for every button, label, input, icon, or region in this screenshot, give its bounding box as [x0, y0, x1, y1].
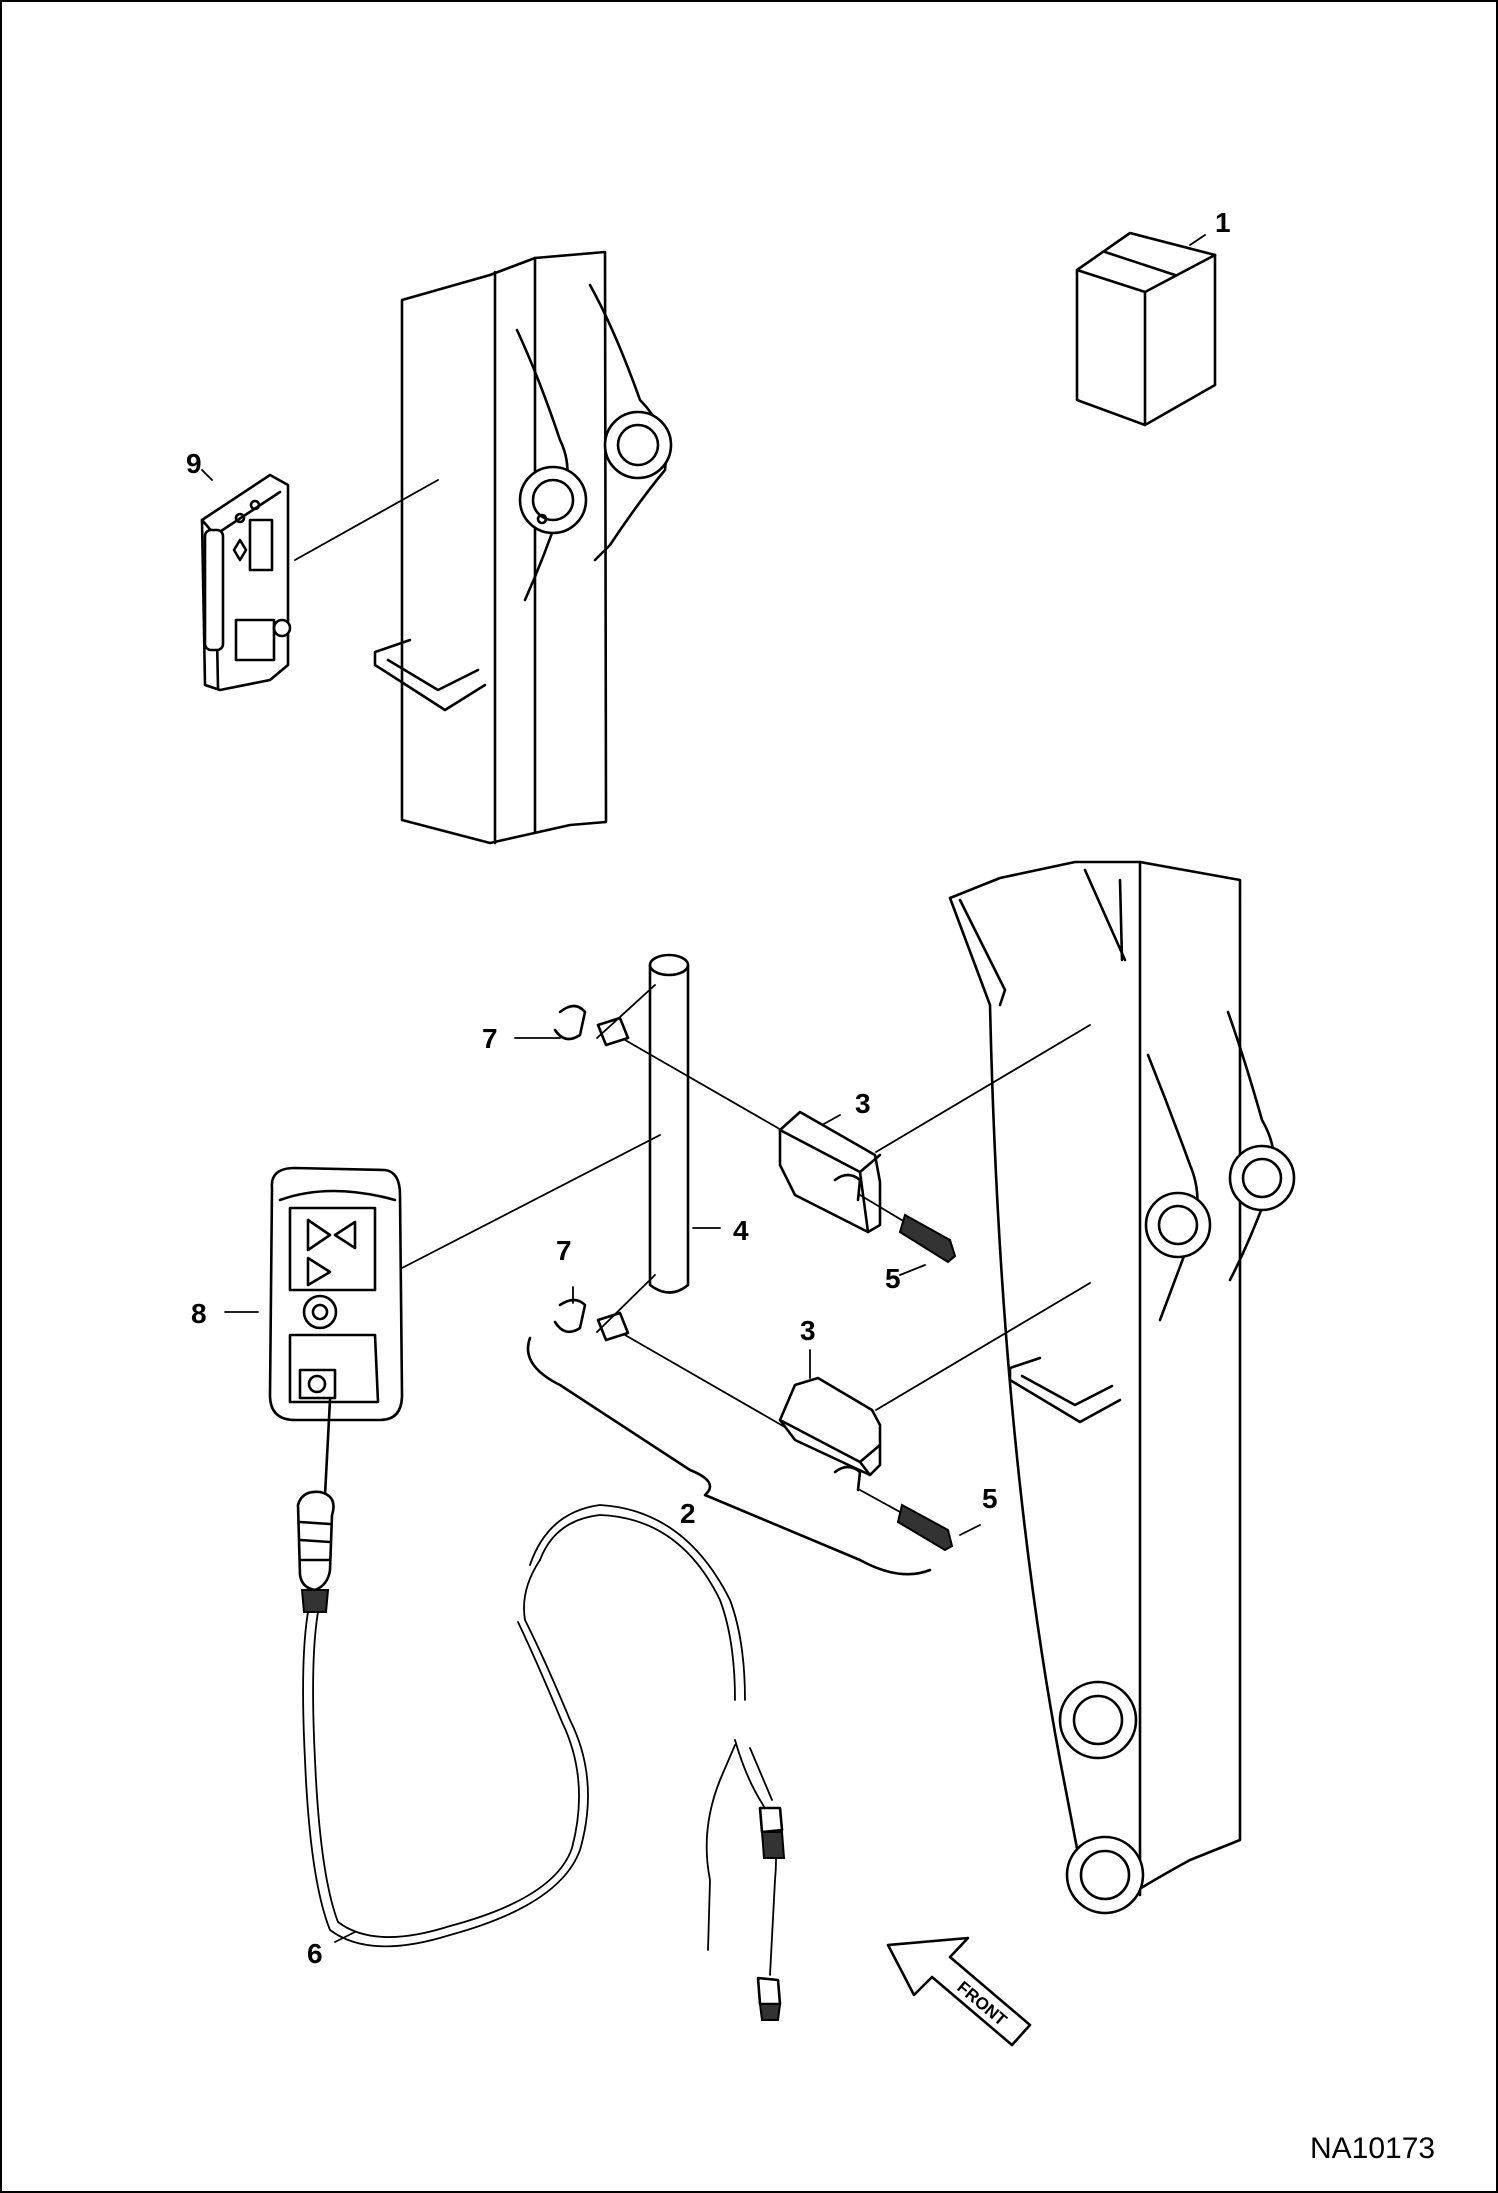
figure-id: NA10173 [1310, 2132, 1435, 2165]
item-1-box [1075, 231, 1217, 427]
callout-1: 1 [1215, 207, 1231, 238]
callout-labels: 1 2 3 3 4 5 5 6 7 7 8 9 [186, 207, 1231, 1969]
item-4-rod [648, 953, 690, 1294]
upper-arm-section [373, 250, 673, 845]
callout-4: 4 [733, 1215, 749, 1246]
item-9-receiver [200, 473, 292, 692]
callout-9: 9 [186, 448, 202, 479]
leader-lines [201, 234, 1206, 1943]
upper-clamp-assembly [553, 1004, 957, 1264]
lower-clamp-assembly [553, 1298, 954, 1552]
lower-arm-section [948, 860, 1296, 1915]
callout-5-lower: 5 [982, 1483, 998, 1514]
item-2-bracket [526, 1336, 932, 1576]
callout-7-upper: 7 [482, 1023, 498, 1054]
front-direction-arrow: FRONT [886, 1936, 1032, 2047]
item-6-cable-harness [296, 1398, 786, 2021]
item-8-display-unit [268, 1166, 404, 1422]
callout-6: 6 [307, 1938, 323, 1969]
callout-7-lower: 7 [556, 1235, 572, 1266]
callout-5-upper: 5 [885, 1263, 901, 1294]
callout-8: 8 [191, 1298, 207, 1329]
callout-3-upper: 3 [855, 1088, 871, 1119]
callout-3-lower: 3 [800, 1315, 816, 1346]
callout-2: 2 [680, 1498, 696, 1529]
